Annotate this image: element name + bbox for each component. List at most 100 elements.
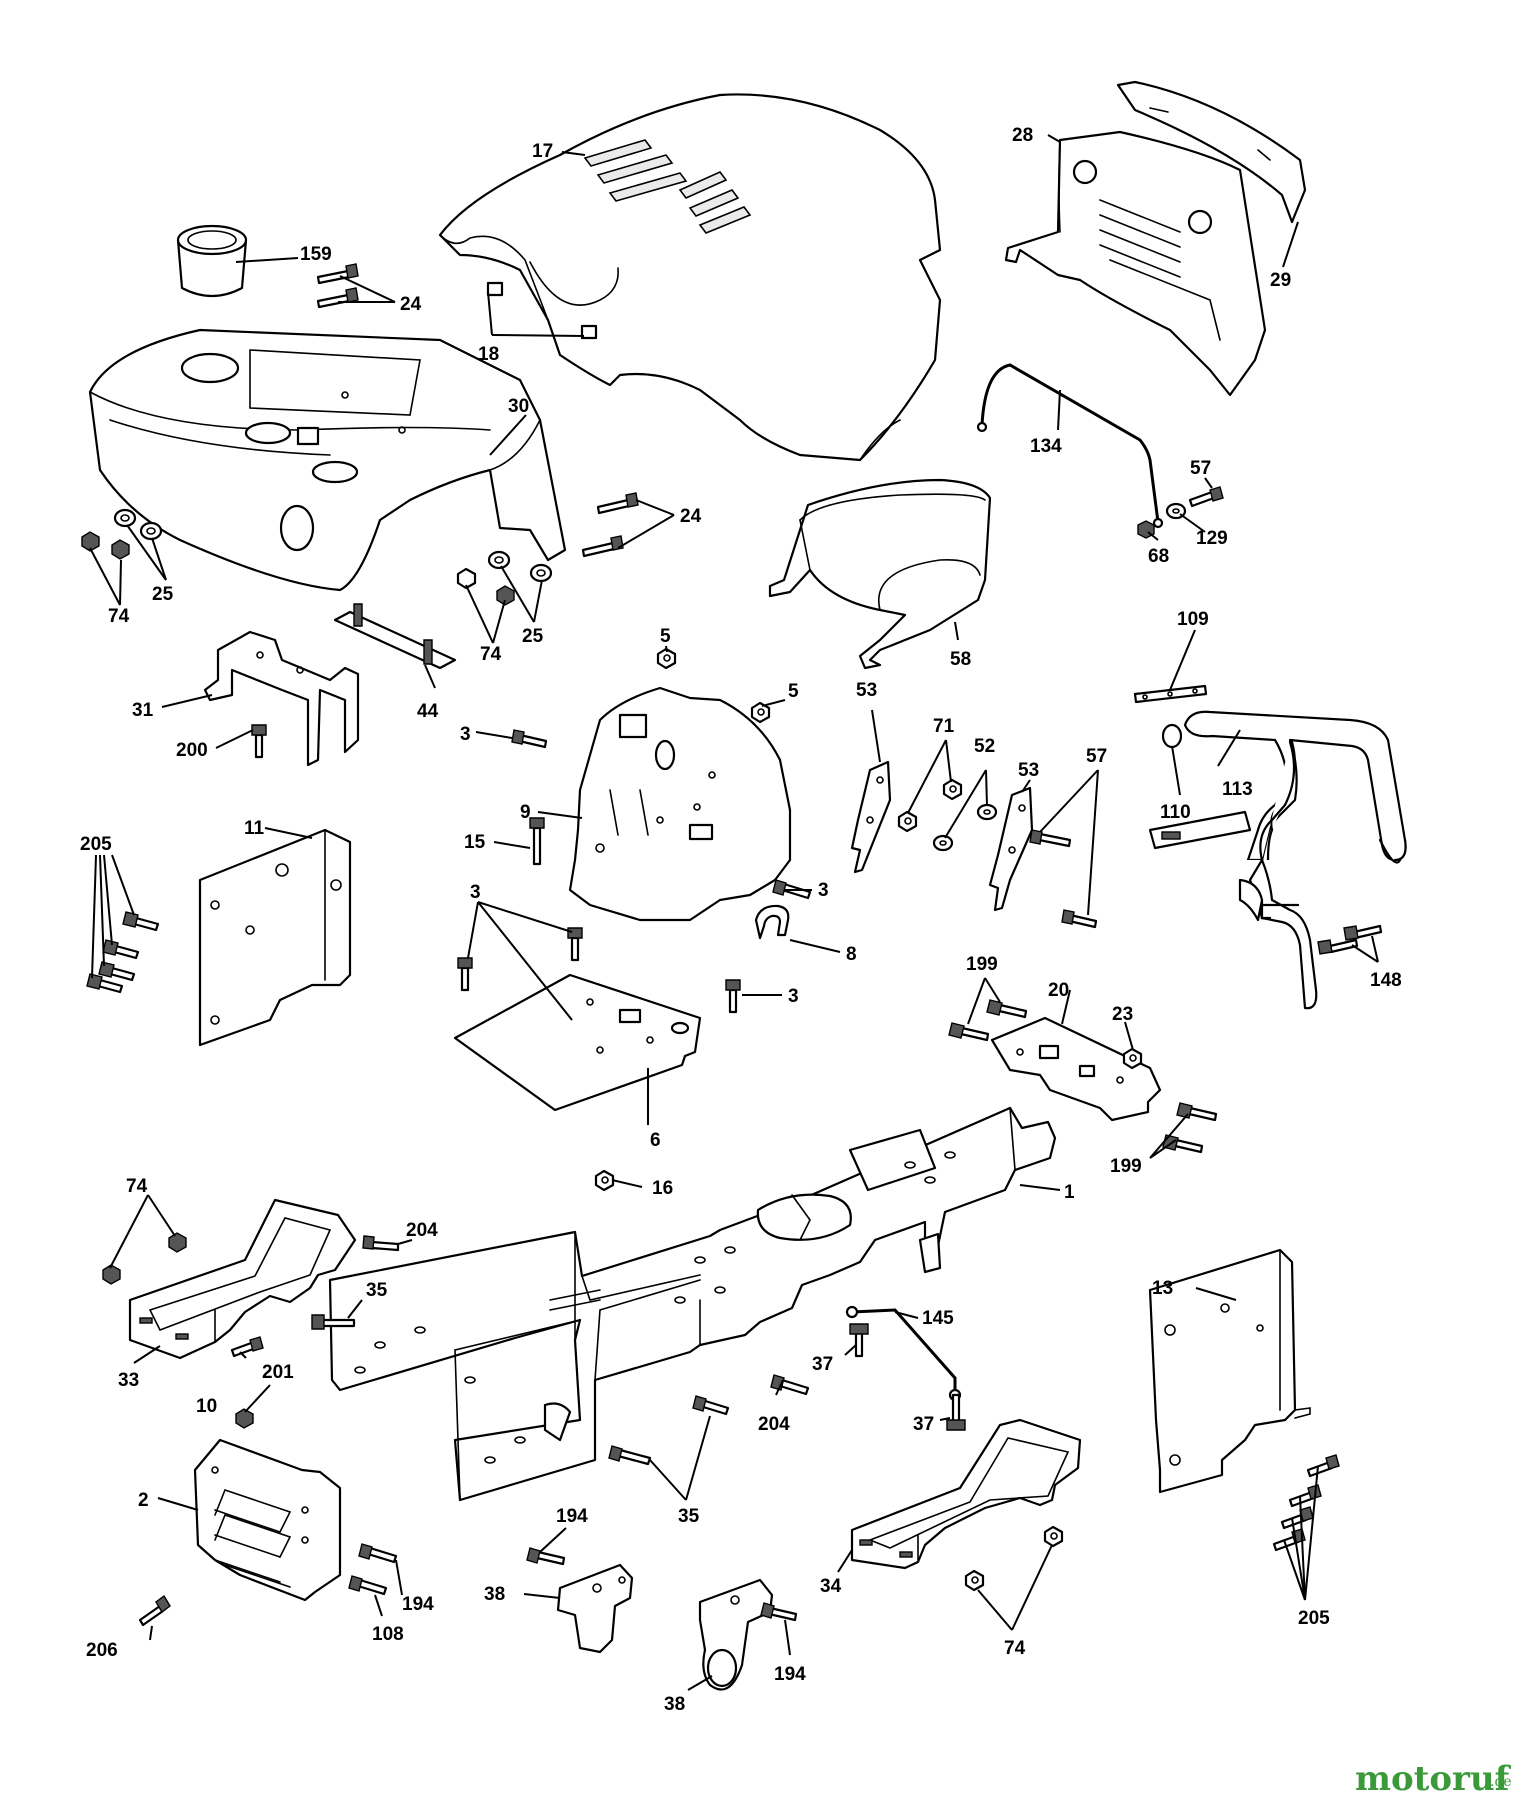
- part-frame-1: [328, 1106, 1057, 1502]
- callout-113: 113: [1222, 779, 1253, 800]
- callout-53-right: 53: [1018, 760, 1039, 781]
- part-bracket-38-b: [698, 1578, 774, 1691]
- callout-3-a: 3: [460, 724, 471, 745]
- callout-31: 31: [132, 700, 154, 721]
- part-grille-cap: [1116, 80, 1307, 224]
- part-panel-13: [1148, 1248, 1311, 1494]
- callout-129: 129: [1196, 528, 1228, 549]
- callout-74-left: 74: [108, 606, 130, 627]
- callout-74-lower: 74: [1004, 1638, 1026, 1659]
- callout-23: 23: [1112, 1004, 1133, 1025]
- part-bracket-20: [990, 1016, 1162, 1122]
- part-bolt-204-b: [770, 1374, 810, 1396]
- callout-2: 2: [138, 1490, 149, 1511]
- part-clip-8: [754, 904, 790, 940]
- callout-206: 206: [86, 1640, 118, 1661]
- callout-9: 9: [520, 802, 531, 823]
- callout-37-upper: 37: [812, 1354, 833, 1375]
- part-nut-23: [1122, 1047, 1143, 1070]
- callout-35-upper: 35: [366, 1280, 388, 1301]
- callout-148: 148: [1370, 970, 1402, 991]
- part-bolts-35-b: [608, 1395, 730, 1466]
- callout-17: 17: [532, 141, 553, 162]
- part-nuts-74-lower: [964, 1525, 1064, 1592]
- callout-199-upper: 199: [966, 954, 998, 975]
- callout-58: 58: [950, 649, 971, 670]
- part-panel-2: [193, 1438, 342, 1602]
- callout-38-upper: 38: [484, 1584, 505, 1605]
- callout-38-lower: 38: [664, 1694, 685, 1715]
- callout-33: 33: [118, 1370, 139, 1391]
- callout-57-top: 57: [1190, 458, 1211, 479]
- callout-5-upper: 5: [660, 626, 671, 647]
- callout-24-top: 24: [400, 294, 422, 315]
- callout-3-c: 3: [470, 882, 481, 903]
- callout-24-mid: 24: [680, 506, 702, 527]
- callout-11: 11: [244, 818, 265, 839]
- callout-204-upper: 204: [406, 1220, 438, 1241]
- leader-lines: [89, 134, 1379, 1691]
- callout-194-right: 194: [774, 1664, 806, 1685]
- part-rod-134: [976, 363, 1164, 529]
- part-bracket-31: [203, 630, 360, 767]
- part-nut-201: [235, 1408, 254, 1429]
- callout-145: 145: [922, 1308, 954, 1329]
- part-nuts-washers-mid: [456, 550, 553, 606]
- part-cap-110: [1161, 723, 1183, 749]
- part-nuts-74-upper: [102, 1232, 187, 1285]
- callout-13: 13: [1152, 1278, 1173, 1299]
- callout-201: 201: [262, 1362, 294, 1383]
- part-bolts-205-right: [1272, 1454, 1340, 1552]
- part-dash-panel: [88, 328, 567, 592]
- part-nuts-71: [897, 778, 963, 833]
- part-cup-holder: [176, 224, 248, 298]
- callout-35-lower: 35: [678, 1506, 700, 1527]
- callout-25-left: 25: [152, 584, 174, 605]
- callout-74-mid: 74: [480, 644, 502, 665]
- part-panel-9: [568, 686, 792, 922]
- callout-29: 29: [1270, 270, 1291, 291]
- part-hardware-57-129-68: [1137, 486, 1224, 539]
- part-bolts-24-top: [316, 263, 359, 309]
- part-bolt-204-a: [362, 1235, 400, 1252]
- watermark-tld: .de: [1490, 1774, 1512, 1790]
- callout-15: 15: [464, 832, 486, 853]
- watermark-logo: motoruf .de: [1355, 1759, 1512, 1799]
- callout-159: 159: [300, 244, 332, 265]
- part-bolts-194-108: [348, 1543, 398, 1596]
- part-plate-6: [453, 973, 702, 1112]
- callout-3-d: 3: [788, 986, 799, 1007]
- callout-labels: 159 24 17 18 28 29 30 134 57 24 129 68 7…: [80, 125, 1402, 1715]
- part-bolt-3-d: [725, 979, 741, 1014]
- part-bolt-3-a: [511, 729, 548, 749]
- part-strap-53-b: [988, 786, 1034, 912]
- part-bolts-37: [849, 1323, 966, 1431]
- callout-6: 6: [650, 1130, 661, 1151]
- callout-1: 1: [1064, 1182, 1075, 1203]
- part-bolts-199-upper: [948, 999, 1028, 1042]
- part-footrest-33: [128, 1198, 357, 1360]
- callout-194-top: 194: [556, 1506, 588, 1527]
- callout-194-mid: 194: [402, 1594, 434, 1615]
- callout-18: 18: [478, 344, 499, 365]
- part-bolts-24-mid: [581, 492, 639, 558]
- callout-44: 44: [417, 701, 439, 722]
- callout-74-upper: 74: [126, 1176, 148, 1197]
- callout-16: 16: [652, 1178, 673, 1199]
- part-bumper-arm: [1238, 740, 1328, 1020]
- callout-3-b: 3: [818, 880, 829, 901]
- callout-5-lower: 5: [788, 681, 799, 702]
- callout-37-lower: 37: [913, 1414, 934, 1435]
- part-grille: [1004, 130, 1267, 397]
- callout-30: 30: [508, 396, 529, 417]
- callout-10: 10: [196, 1396, 217, 1417]
- part-bolt-200: [251, 724, 267, 759]
- part-strap-53-a: [850, 760, 892, 874]
- part-nuts-washers-left: [81, 508, 163, 560]
- part-bolts-148: [1317, 924, 1383, 955]
- part-shroud-58: [768, 478, 992, 670]
- part-bolt-35-a: [311, 1314, 356, 1330]
- callout-108: 108: [372, 1624, 404, 1645]
- callout-20: 20: [1048, 980, 1069, 1001]
